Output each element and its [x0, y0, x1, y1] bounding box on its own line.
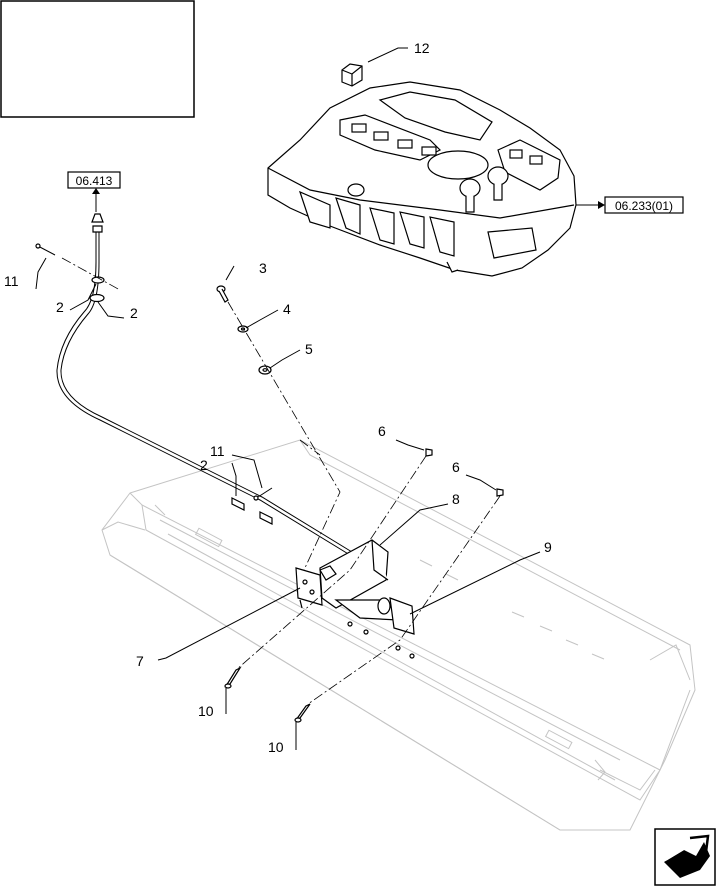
ref-label-right: 06.233(01): [615, 199, 673, 213]
actuator-assembly: [295, 539, 415, 659]
callout-2-upper-right: 2: [130, 305, 138, 321]
reference-box-06-413: 06.413: [67, 171, 121, 194]
callout-10-upper: 10: [198, 703, 214, 719]
throttle-cable: [56, 213, 353, 556]
navigation-arrow-icon[interactable]: [654, 828, 716, 886]
callout-3: 3: [259, 260, 267, 276]
callout-10-lower: 10: [268, 739, 284, 755]
washer-part-5: [258, 365, 272, 375]
reference-box-06-233: 06.233(01): [598, 196, 684, 214]
console-frame-outline: [101, 439, 696, 831]
callout-6-left: 6: [378, 423, 386, 439]
callout-7: 7: [136, 653, 144, 669]
callout-4: 4: [283, 301, 291, 317]
operator-console: [267, 81, 577, 277]
nut-part-6: [425, 448, 504, 497]
callout-11-lower: 11: [210, 443, 225, 459]
callout-6-right: 6: [452, 459, 460, 475]
leader-lines: [35, 47, 598, 750]
title-block-frame: [0, 0, 195, 118]
bolt-part-3: [216, 285, 229, 303]
callout-8: 8: [452, 491, 460, 507]
callout-2-lower: 2: [200, 457, 208, 473]
callout-2-upper-left: 2: [56, 299, 64, 315]
callout-5: 5: [305, 341, 313, 357]
callout-11-upper: 11: [4, 273, 19, 289]
washer-part-4: [237, 325, 249, 333]
switch-block-part-12: [341, 63, 363, 87]
screw-part-10: [224, 666, 311, 723]
ref-label-top: 06.413: [76, 174, 113, 188]
split-pin-part-11: [35, 243, 273, 501]
callout-9: 9: [544, 539, 552, 555]
callout-12: 12: [414, 40, 430, 56]
assembly-centerlines: [61, 257, 501, 705]
